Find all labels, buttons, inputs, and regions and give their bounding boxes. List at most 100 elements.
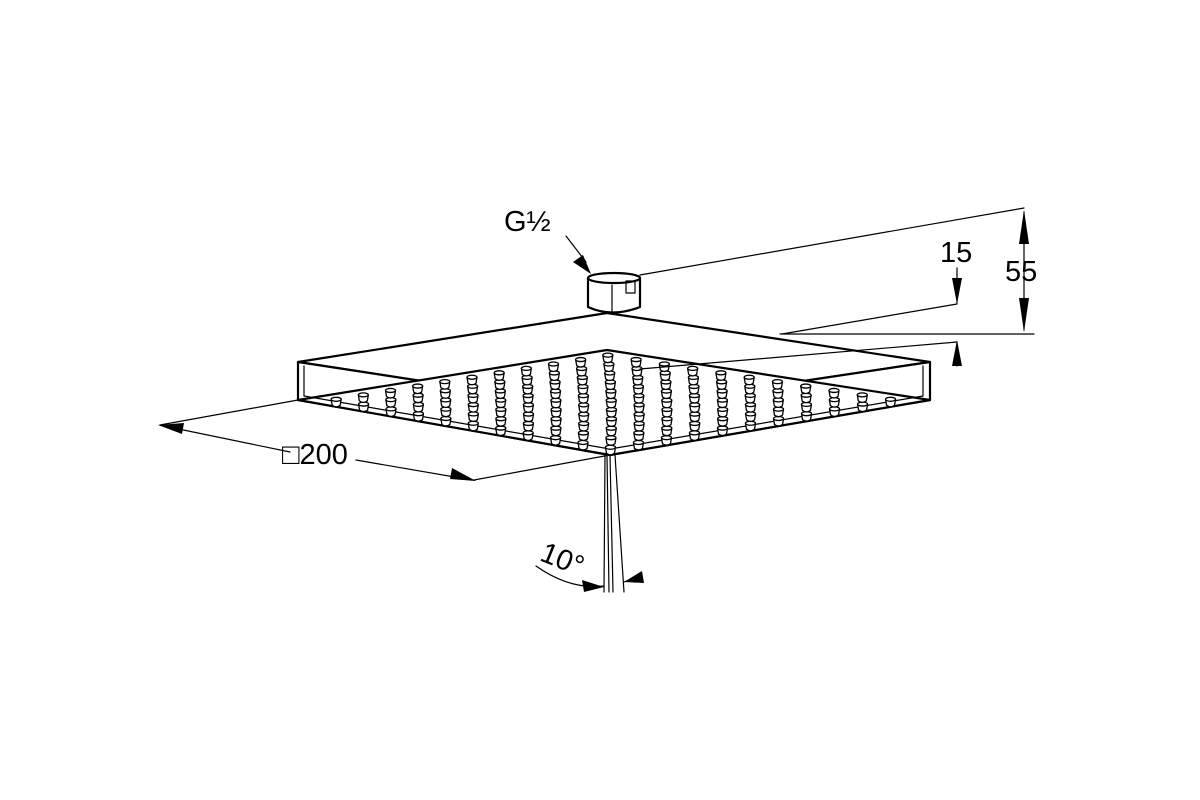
nozzle <box>632 383 645 395</box>
nozzle <box>744 401 757 413</box>
nozzle <box>772 406 785 418</box>
nozzle <box>412 383 424 395</box>
nozzle <box>771 378 784 390</box>
nozzle <box>630 356 642 368</box>
nozzle <box>605 406 618 418</box>
nozzle <box>631 365 643 377</box>
nozzle <box>744 411 757 423</box>
nozzle <box>495 425 507 437</box>
nozzle <box>772 415 785 427</box>
nozzle <box>412 411 425 422</box>
nozzle <box>715 379 728 390</box>
thread-label: G½ <box>504 206 551 238</box>
nozzle <box>385 396 397 408</box>
dimension-height-total: 55 <box>639 207 1037 335</box>
nozzle <box>521 374 533 386</box>
nozzle <box>439 378 451 390</box>
dimension-size: □200 <box>158 399 611 481</box>
nozzle <box>495 397 507 409</box>
nozzle <box>330 396 342 408</box>
nozzle <box>550 416 562 427</box>
thread-connector <box>586 271 642 315</box>
nozzle <box>828 406 841 418</box>
nozzle <box>494 379 506 390</box>
nozzle <box>495 406 507 418</box>
nozzle <box>602 352 614 364</box>
nozzle <box>577 392 590 404</box>
nozzle <box>688 392 701 404</box>
nozzle <box>744 383 756 395</box>
nozzle <box>522 402 535 413</box>
nozzle <box>689 411 701 423</box>
nozzle <box>632 439 645 451</box>
nozzle <box>578 402 590 414</box>
nozzle <box>357 401 370 413</box>
nozzle <box>495 416 507 427</box>
angle-label: 10° <box>536 537 589 583</box>
nozzle <box>577 439 589 451</box>
nozzle <box>605 425 617 437</box>
nozzle <box>800 411 813 422</box>
nozzle <box>772 388 784 399</box>
nozzle-grid <box>330 352 897 456</box>
nozzle <box>686 365 699 377</box>
nozzle <box>466 374 478 386</box>
nozzle <box>800 392 812 404</box>
nozzle <box>716 406 729 418</box>
nozzle <box>440 397 452 409</box>
thread-leader: G½ <box>504 206 591 274</box>
square-rain-shower-head-icon <box>296 271 932 457</box>
nozzle <box>689 402 701 413</box>
nozzle <box>467 392 479 404</box>
height-inner-label: 15 <box>940 237 972 269</box>
nozzle <box>577 383 589 395</box>
nozzle <box>688 383 700 395</box>
nozzle <box>466 383 479 395</box>
nozzle <box>689 420 701 432</box>
nozzle <box>633 420 645 432</box>
nozzle <box>661 416 673 427</box>
nozzle <box>575 365 588 377</box>
nozzle <box>661 425 673 437</box>
nozzle <box>633 402 645 414</box>
nozzle <box>549 379 561 391</box>
nozzle <box>688 430 701 442</box>
nozzle <box>633 430 645 442</box>
nozzle <box>744 392 756 404</box>
nozzle <box>467 411 480 423</box>
nozzle <box>633 392 645 404</box>
nozzle <box>717 416 729 427</box>
nozzle <box>660 379 672 391</box>
nozzle <box>412 392 424 404</box>
nozzle <box>661 406 673 418</box>
nozzle <box>549 435 562 446</box>
dimension-height-inner: 15 <box>639 237 972 370</box>
nozzle <box>439 388 451 399</box>
nozzle <box>467 420 479 432</box>
nozzle <box>575 356 587 368</box>
nozzle <box>520 365 532 377</box>
nozzle <box>884 396 897 408</box>
nozzle <box>716 397 729 409</box>
size-label: □200 <box>282 439 348 471</box>
nozzle <box>659 370 671 382</box>
nozzle <box>494 388 507 400</box>
nozzle <box>550 397 562 409</box>
nozzle <box>605 416 618 427</box>
nozzle <box>828 387 840 399</box>
nozzle <box>577 430 590 442</box>
nozzle <box>605 435 617 446</box>
nozzle <box>547 361 560 373</box>
nozzle <box>603 361 615 373</box>
nozzle <box>632 374 644 386</box>
nozzle <box>772 397 784 409</box>
nozzle <box>856 401 869 413</box>
nozzle <box>578 420 590 432</box>
nozzle <box>467 401 479 413</box>
nozzle <box>800 401 813 413</box>
nozzle <box>550 425 562 437</box>
nozzle <box>661 397 673 409</box>
nozzle <box>605 388 617 400</box>
nozzle <box>605 397 617 409</box>
